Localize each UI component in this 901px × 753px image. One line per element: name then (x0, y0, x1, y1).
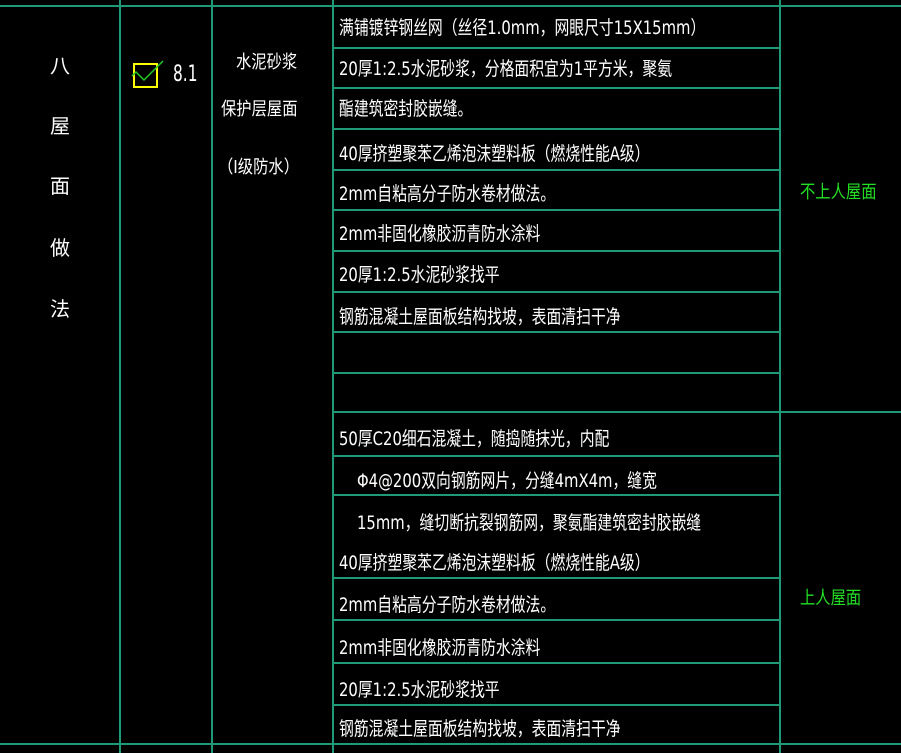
grid-line (332, 331, 780, 333)
grid-line (0, 743, 901, 745)
non-accessible-roof-label: 不上人屋面 (800, 182, 877, 203)
layer-text: 满铺镀锌钢丝网（丝径1.0mm，网眼尺寸15X15mm） (339, 17, 706, 39)
layer-text: 酯建筑密封胶嵌缝。 (339, 98, 473, 120)
checkmark-icon (131, 60, 164, 82)
grid-line (332, 209, 780, 211)
grid-line (332, 169, 780, 171)
accessible-roof-label: 上人屋面 (800, 588, 862, 609)
section-title-char: 面 (50, 174, 70, 198)
grid-line (332, 494, 780, 496)
grid-line (332, 0, 334, 753)
layer-text: 钢筋混凝土屋面板结构找坡，表面清扫干净 (339, 306, 621, 328)
grid-line (332, 455, 780, 457)
layer-text: 20厚1:2.5水泥砂浆，分格面积宜为1平方米，聚氨 (339, 58, 673, 80)
layer-text: Φ4@200双向钢筋网片，分缝4mX4m，缝宽 (357, 470, 657, 492)
grid-line (332, 128, 780, 130)
grid-line (332, 372, 780, 374)
layer-text: 2mm非固化橡胶沥青防水涂料 (339, 223, 541, 245)
layer-text: 20厚1:2.5水泥砂浆找平 (339, 679, 500, 701)
grid-line (332, 47, 780, 49)
item-name-line: 水泥砂浆 (236, 52, 298, 73)
item-name-line: （Ⅰ级防水） (218, 157, 300, 178)
layer-text: 20厚1:2.5水泥砂浆找平 (339, 264, 500, 286)
section-title-char: 法 (50, 297, 70, 321)
grid-line (332, 87, 780, 89)
item-checkbox[interactable] (133, 63, 158, 88)
layer-text: 50厚C20细石混凝土，随捣随抹光，内配 (339, 428, 610, 450)
grid-line (332, 250, 780, 252)
grid-line (211, 0, 213, 753)
section-title-char: 做 (50, 236, 70, 260)
grid-line (332, 411, 901, 413)
grid-line (119, 0, 121, 753)
grid-line (332, 619, 780, 621)
grid-line (0, 5, 901, 7)
layer-text: 40厚挤塑聚苯乙烯泡沫塑料板（燃烧性能A级） (339, 143, 650, 165)
layer-text: 40厚挤塑聚苯乙烯泡沫塑料板（燃烧性能A级） (339, 552, 650, 574)
grid-line (332, 291, 780, 293)
item-number: 8.1 (173, 62, 198, 87)
section-title-char: 八 (50, 54, 70, 78)
grid-line (332, 704, 780, 706)
layer-text: 2mm非固化橡胶沥青防水涂料 (339, 637, 541, 659)
layer-text: 2mm自粘高分子防水卷材做法。 (339, 183, 556, 205)
layer-text: 15mm，缝切断抗裂钢筋网，聚氨酯建筑密封胶嵌缝 (357, 512, 702, 534)
section-title-char: 屋 (50, 114, 70, 138)
layer-text: 钢筋混凝土屋面板结构找坡，表面清扫干净 (339, 718, 621, 740)
item-name-line: 保护层屋面 (221, 99, 298, 120)
grid-line (779, 0, 781, 753)
layer-text: 2mm自粘高分子防水卷材做法。 (339, 594, 556, 616)
grid-line (332, 662, 780, 664)
grid-line (332, 577, 780, 579)
